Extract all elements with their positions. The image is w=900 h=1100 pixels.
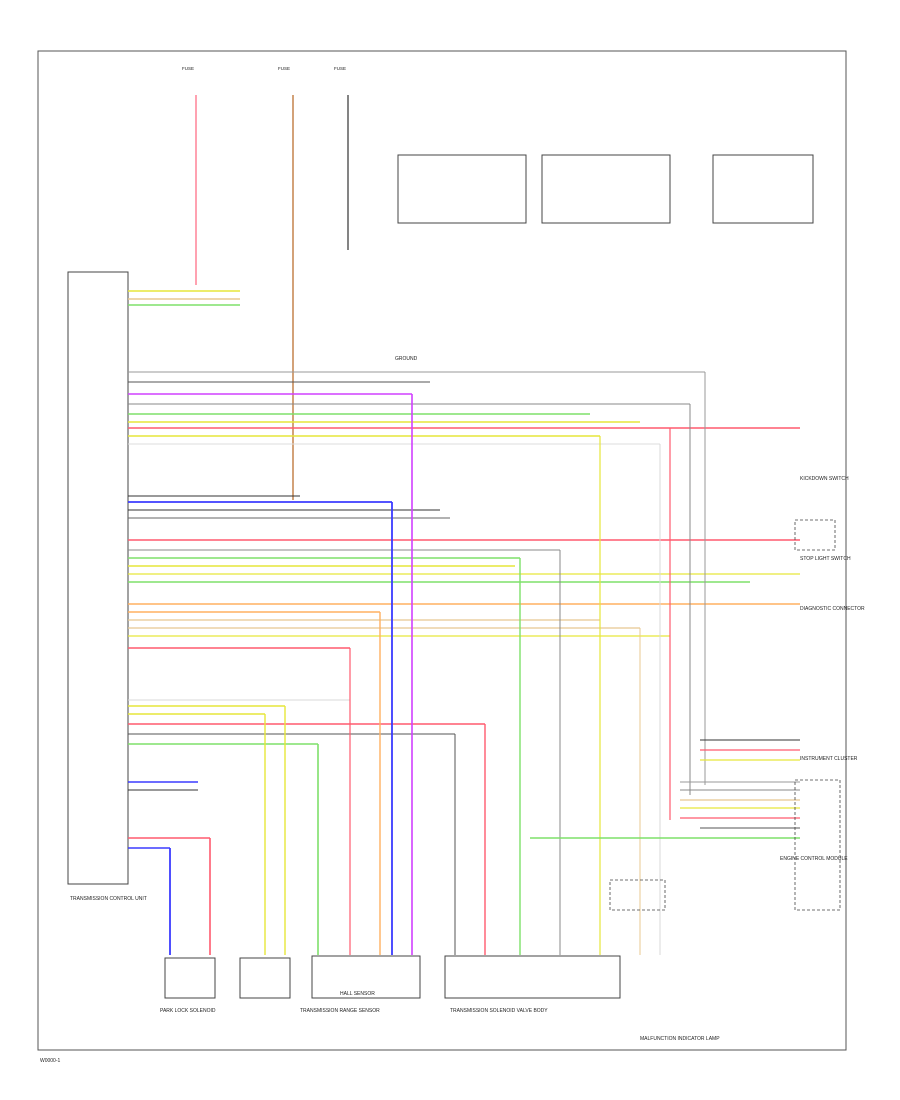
range-sensor-label: TRANSMISSION RANGE SENSOR [300,1008,380,1014]
hall-sensor-label: HALL SENSOR [340,991,375,997]
right-components [794,519,841,911]
diag-label: DIAGNOSTIC CONNECTOR [800,606,865,612]
ecm-label: ENGINE CONTROL MODULE [780,856,848,862]
svg-text:FUSE: FUSE [278,66,290,71]
bottom-wires [169,372,706,955]
ground-label: GROUND [395,356,418,362]
bottom-components [164,879,666,999]
kickdown-label: KICKDOWN SWITCH [800,476,849,482]
cluster-label: INSTRUMENT CLUSTER [800,756,858,762]
right-connectors [530,739,800,839]
valve-body-label: TRANSMISSION SOLENOID VALVE BODY [450,1008,548,1014]
diagram-frame [37,50,847,1051]
svg-text:FUSE: FUSE [334,66,346,71]
tcu-box [67,271,129,885]
relay-boxes [397,154,814,224]
park-lock-label: PARK LOCK SOLENOID [160,1008,216,1014]
tcu-label: TRANSMISSION CONTROL UNIT [70,896,147,902]
signal-wires [128,290,800,849]
svg-text:FUSE: FUSE [182,66,194,71]
footer-code: W0000-1 [40,1058,61,1064]
top-fuse-group: FUSE FUSE FUSE [182,66,349,500]
mil-label: MALFUNCTION INDICATOR LAMP [640,1036,720,1042]
stop-light-label: STOP LIGHT SWITCH [800,556,851,562]
